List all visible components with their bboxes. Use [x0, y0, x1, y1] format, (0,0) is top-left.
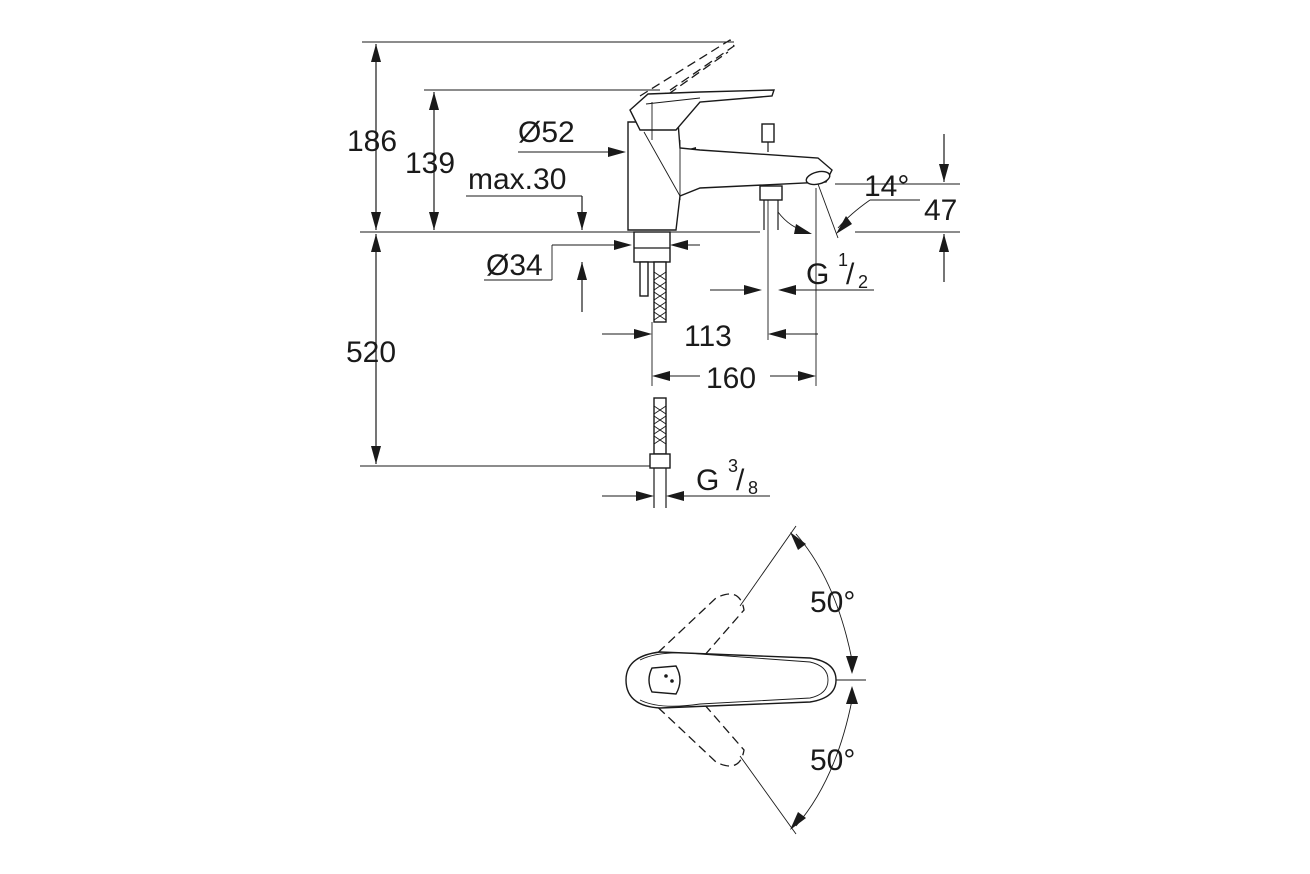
label-520: 520: [346, 336, 396, 369]
faucet-top-view: 50° 50°: [625, 525, 866, 835]
dim-total-height: 186: [347, 44, 397, 230]
dim-outlet-thread: G 1 / 2: [710, 250, 874, 295]
dim-max-thickness: max.30: [466, 163, 587, 312]
label-47: 47: [924, 194, 957, 227]
label-max30: max.30: [468, 163, 566, 196]
label-g-half-den: 2: [858, 272, 868, 292]
dim-hose-thread: G 3 / 8: [602, 456, 770, 501]
label-g-three-eighths: G: [696, 464, 719, 497]
label-g-three-eighths-slash: /: [736, 464, 745, 497]
dim-reach-inner: 113: [602, 188, 818, 386]
label-g-half-slash: /: [846, 258, 855, 291]
dim-shank-diameter: Ø34: [484, 240, 700, 282]
label-g-half: G: [806, 258, 829, 291]
label-186: 186: [347, 125, 397, 158]
label-14deg: 14°: [864, 170, 909, 203]
dim-spout-height: 47: [924, 134, 957, 282]
label-50deg-lower: 50°: [810, 744, 855, 777]
label-d34: Ø34: [486, 249, 543, 282]
label-139: 139: [405, 147, 455, 180]
dim-reach-outer: 160: [651, 322, 816, 395]
label-g-three-eighths-den: 8: [748, 478, 758, 498]
dim-handle-height: 139: [405, 92, 455, 230]
label-160: 160: [706, 362, 756, 395]
label-g-three-eighths-num: 3: [728, 456, 738, 476]
label-d52: Ø52: [518, 116, 575, 149]
faucet-side-view: [627, 39, 833, 508]
dim-below-deck: 520: [346, 234, 396, 464]
label-50deg-upper: 50°: [810, 586, 855, 619]
dim-spout-angle: 14°: [777, 170, 920, 239]
extension-lines: [360, 41, 960, 467]
label-113: 113: [684, 320, 732, 353]
label-g-half-num: 1: [838, 250, 848, 270]
